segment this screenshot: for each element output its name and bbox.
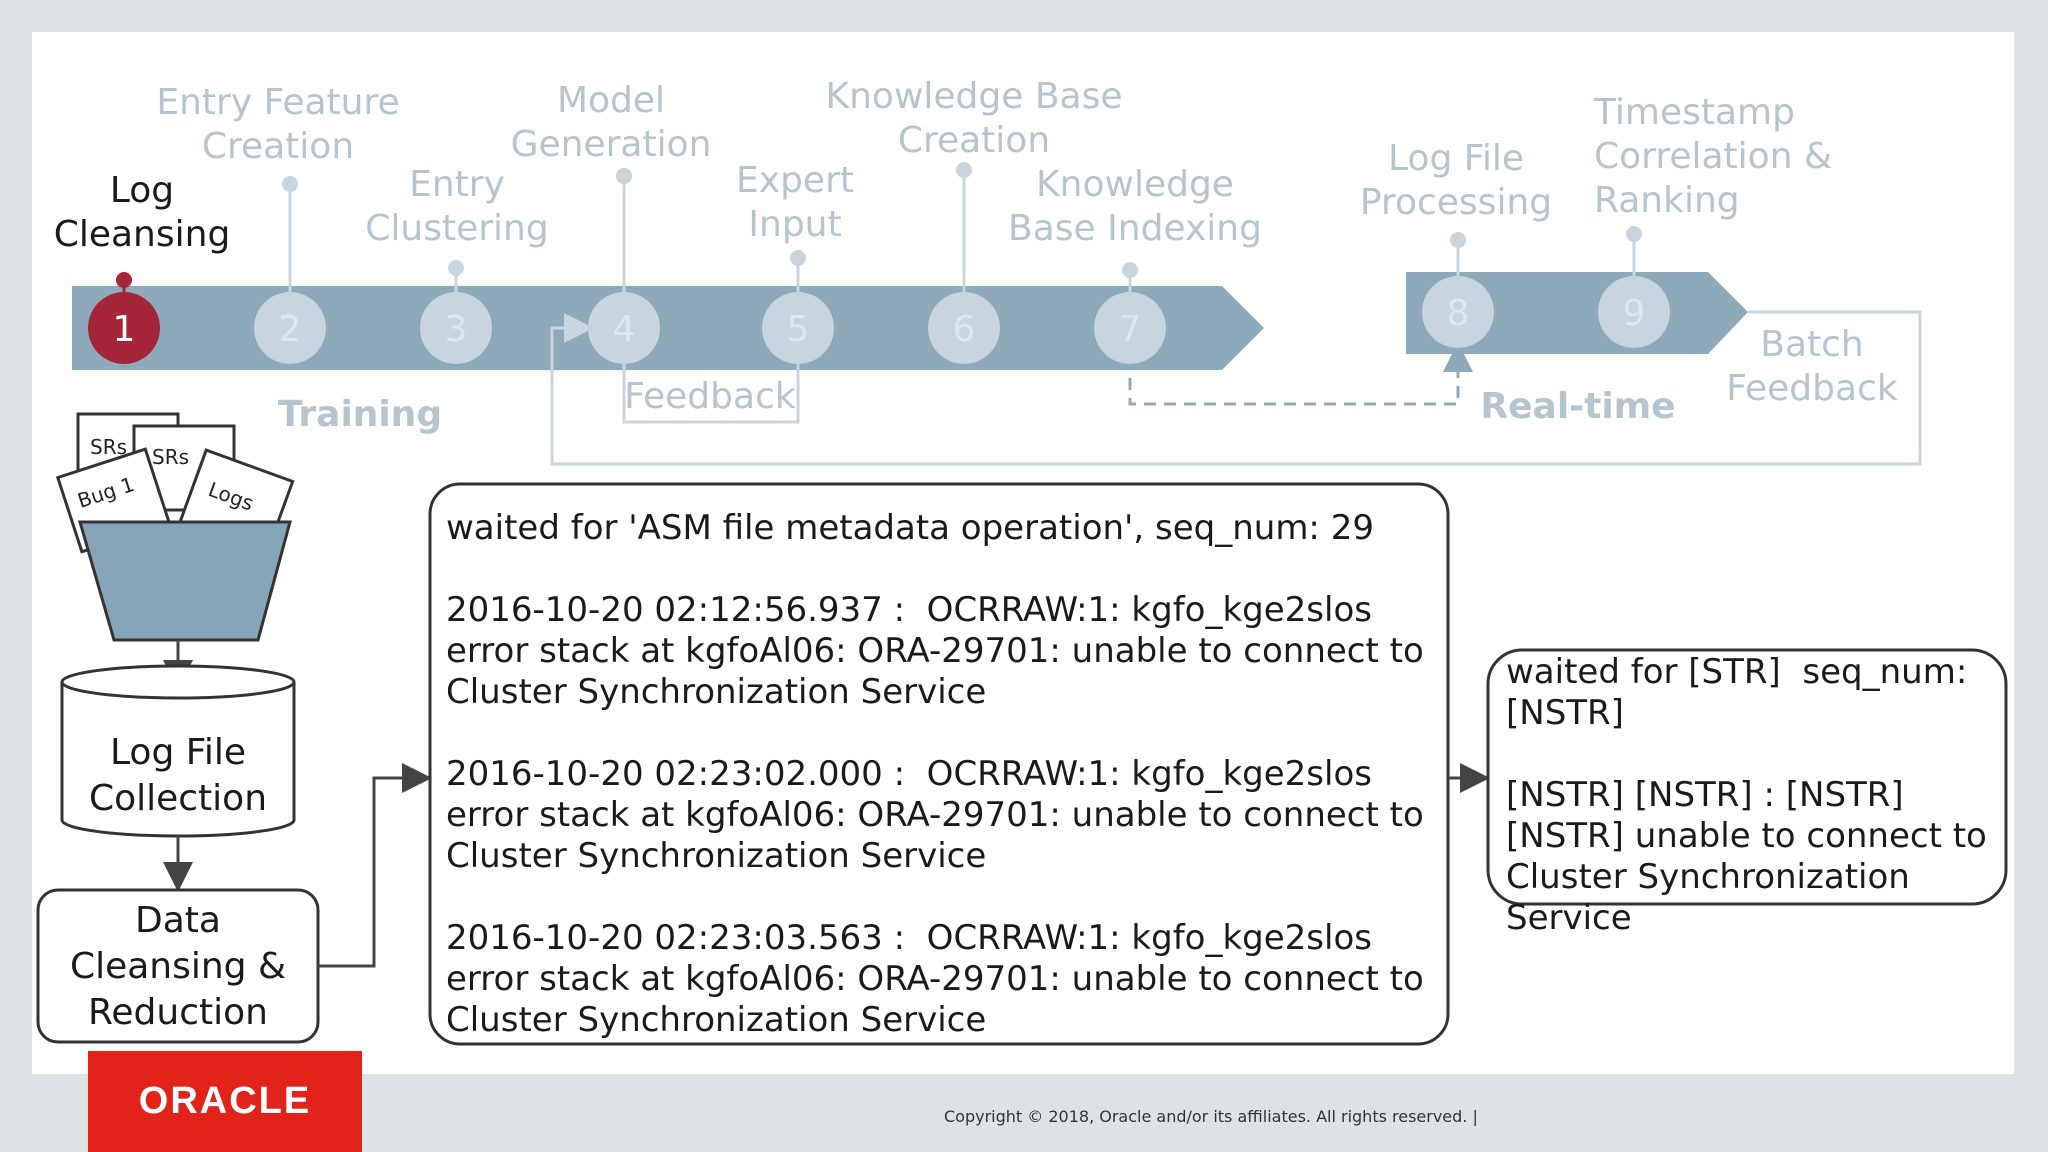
- doc-label-srs-2: SRs: [152, 445, 189, 469]
- batch-feedback-label-line2: Feedback: [1726, 368, 1898, 409]
- step-7-stem-dot: [1122, 262, 1138, 278]
- batch-feedback-label-line1: Batch: [1760, 324, 1863, 365]
- step-9-label-line-2: Correlation &: [1594, 136, 1832, 177]
- step-5-label-line-1: Expert: [736, 160, 854, 201]
- funnel-icon: [78, 520, 292, 642]
- step-9-stem-dot: [1626, 226, 1642, 242]
- step-7-number: 7: [1119, 309, 1142, 350]
- step-9-number: 9: [1623, 293, 1646, 334]
- copyright-notice: Copyright © 2018, Oracle and/or its affi…: [944, 1107, 1478, 1126]
- step-8-stem-dot: [1450, 232, 1466, 248]
- log-file-collection-cylinder: Log File Collection: [60, 664, 296, 838]
- log-file-collection-line1: Log File: [110, 732, 246, 773]
- raw-log-box: [428, 482, 1450, 1046]
- oracle-logo: ORACLE: [88, 1051, 362, 1152]
- step-2-stem-dot: [282, 176, 298, 192]
- step-4-circle: [588, 292, 660, 364]
- step-5-number: 5: [787, 309, 810, 350]
- step-7-label-line-1: Knowledge: [1036, 164, 1234, 205]
- step-6-stem-dot: [956, 162, 972, 178]
- step-8-number: 8: [1447, 293, 1470, 334]
- data-cleansing-line3: Reduction: [88, 992, 268, 1033]
- step-9-circle: [1598, 276, 1670, 348]
- step-5-circle: [762, 292, 834, 364]
- step-9-label-line-3: Ranking: [1594, 180, 1740, 221]
- step-3-circle: [420, 292, 492, 364]
- step-7-label-line-2: Base Indexing: [1008, 208, 1262, 249]
- step-1-stem-dot: [116, 272, 132, 288]
- cleansed-log-box: [1486, 648, 2008, 906]
- step-4-stem-dot: [616, 168, 632, 184]
- step-5-label-line-2: Input: [748, 204, 841, 245]
- step-8-label-line-2: Processing: [1360, 182, 1552, 223]
- training-band: [72, 286, 1264, 370]
- index-to-processing-link: [1128, 342, 1473, 406]
- batch-feedback-loop: [550, 310, 1922, 466]
- step-2-label-line-2: Creation: [202, 126, 354, 167]
- step-9-label-line-1: Timestamp: [1593, 92, 1795, 133]
- step-3-stem-dot: [448, 260, 464, 276]
- oracle-logo-text: ORACLE: [138, 1080, 312, 1122]
- step-4-label-line-1: Model: [557, 80, 665, 121]
- data-cleansing-line2: Cleansing &: [70, 946, 286, 987]
- step-8-circle: [1422, 276, 1494, 348]
- step-2-label-line-1: Entry Feature: [156, 82, 399, 123]
- log-file-collection-line2: Collection: [89, 778, 267, 819]
- feedback-label: Feedback: [624, 376, 796, 417]
- step-4-number: 4: [613, 309, 636, 350]
- step-3-label-line-2: Clustering: [365, 208, 548, 249]
- step-1-circle: [88, 292, 160, 364]
- step-5-stem-dot: [790, 250, 806, 266]
- data-cleansing-line1: Data: [135, 900, 221, 941]
- step-6-circle: [928, 292, 1000, 364]
- step-2-number: 2: [279, 309, 302, 350]
- step-3-label-line-1: Entry: [409, 164, 505, 205]
- realtime-label: Real-time: [1480, 386, 1675, 427]
- cleansed-log-text: waited for [STR] seq_num: [NSTR] [NSTR] …: [1506, 652, 1987, 938]
- step-4-label-line-2: Generation: [511, 124, 712, 165]
- step-6-label-line-1: Knowledge Base: [826, 76, 1123, 117]
- cleansing-to-raw-arrow: [318, 763, 432, 968]
- raw-log-text: waited for 'ASM file metadata operation'…: [446, 508, 1424, 1040]
- doc-label-srs-1: SRs: [90, 435, 127, 459]
- step-1-label-line-2: Cleansing: [54, 214, 231, 255]
- step-7-circle: [1094, 292, 1166, 364]
- step-1-number: 1: [113, 309, 136, 350]
- step-1-label-line-1: Log: [110, 170, 174, 211]
- step-3-number: 3: [445, 309, 468, 350]
- step-2-circle: [254, 292, 326, 364]
- data-cleansing-box: Data Cleansing & Reduction: [36, 888, 320, 1044]
- step-8-label-line-1: Log File: [1388, 138, 1524, 179]
- step-6-label-line-2: Creation: [898, 120, 1050, 161]
- step-6-number: 6: [953, 309, 976, 350]
- training-label: Training: [278, 394, 442, 435]
